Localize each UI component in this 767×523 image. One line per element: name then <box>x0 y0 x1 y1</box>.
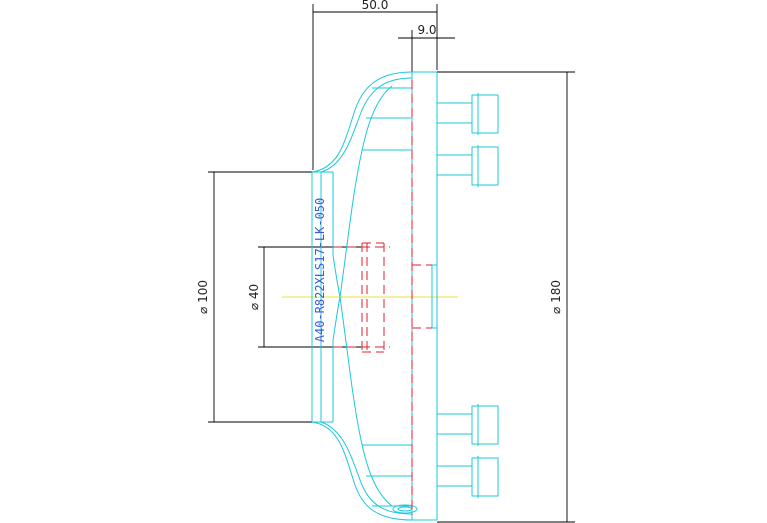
dim-bore-diameter: ⌀ 40 <box>247 284 261 310</box>
nozzle-top-1 <box>437 93 499 135</box>
nozzle-bottom-1 <box>437 404 499 446</box>
hidden-lines <box>333 80 432 515</box>
dim-hub-diameter: ⌀ 100 <box>196 280 210 314</box>
dim-outer-diameter: ⌀ 180 <box>549 280 563 314</box>
dimension-lines <box>208 4 575 523</box>
part-outline <box>311 71 499 521</box>
nozzle-bottom-2 <box>437 456 499 498</box>
nozzle-top-2 <box>437 145 499 187</box>
dim-flange-thickness: 9.0 <box>417 23 436 37</box>
dim-overall-length: 50.0 <box>362 0 389 12</box>
part-number-label: A40-R822XLS17-LK-050 <box>313 198 327 343</box>
